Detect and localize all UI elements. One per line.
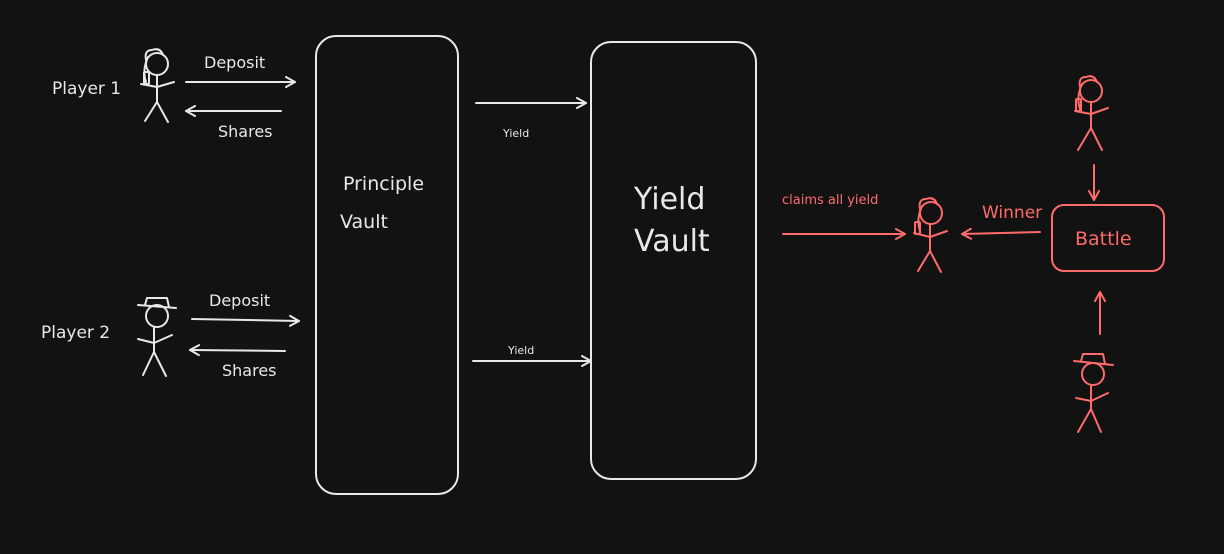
- yield-arrow-bottom-label: Yield: [507, 344, 534, 357]
- principle-vault-box: [315, 35, 459, 495]
- player-2-label: Player 2: [41, 323, 110, 343]
- player-2-shares-label: Shares: [222, 361, 277, 380]
- player-1-shares-label: Shares: [218, 122, 273, 141]
- principle-vault-title-line2: Vault: [340, 211, 388, 233]
- player-2-figure-icon: [137, 297, 177, 377]
- yield-vault-title-line1: Yield: [633, 182, 705, 217]
- principle-vault-title-line1: Principle: [343, 173, 424, 195]
- battle-box: [1051, 204, 1165, 272]
- player-1-label: Player 1: [52, 79, 121, 99]
- player-2-shares-arrow: [189, 344, 286, 357]
- battle-fighter-1-icon: [1074, 75, 1109, 151]
- battle-fighter-2-icon: [1073, 353, 1114, 433]
- player-1-figure-icon: [140, 48, 175, 123]
- player-2-deposit-arrow: [191, 314, 300, 327]
- player-1-deposit-label: Deposit: [204, 53, 265, 72]
- yield-arrow-top-label: Yield: [502, 127, 529, 140]
- yield-vault-box: [590, 41, 757, 480]
- player-2-deposit-label: Deposit: [209, 291, 270, 310]
- yield-vault-title-line2: Vault: [634, 224, 710, 259]
- claims-all-yield-label: claims all yield: [782, 193, 878, 208]
- winner-label: Winner: [982, 203, 1042, 223]
- battle-label: Battle: [1075, 228, 1132, 250]
- winner-arrow: [961, 227, 1041, 240]
- winner-figure-icon: [913, 197, 948, 273]
